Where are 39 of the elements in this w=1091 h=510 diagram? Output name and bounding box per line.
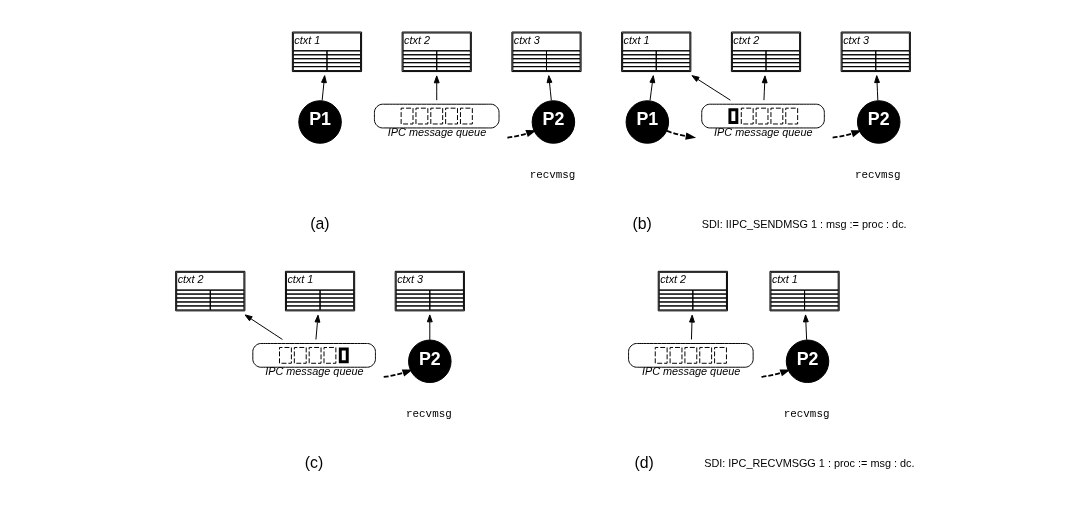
arrow bbox=[382, 369, 413, 378]
node-circle: P2 bbox=[856, 100, 901, 144]
arrow bbox=[321, 75, 327, 102]
arrow bbox=[874, 75, 880, 102]
arrow bbox=[433, 75, 440, 101]
arrow bbox=[761, 75, 768, 101]
node-circle: P2 bbox=[408, 339, 452, 384]
arrow bbox=[244, 314, 283, 340]
node-box bbox=[373, 103, 500, 129]
node-circle: P2 bbox=[531, 100, 576, 144]
arrow bbox=[802, 314, 809, 341]
arrow bbox=[314, 314, 321, 340]
node-label: IPC message queue bbox=[387, 125, 487, 138]
arrow bbox=[831, 130, 862, 139]
arrow bbox=[691, 75, 731, 101]
node-label: recvmsg bbox=[406, 408, 452, 421]
label: SDI: IPC_RECVMSGG 1 : proc := msg : dc. bbox=[704, 456, 915, 469]
node-label: recvmsg bbox=[855, 169, 901, 182]
arrow bbox=[689, 314, 695, 340]
label: (c) bbox=[304, 453, 324, 471]
node-label: IPC message queue bbox=[714, 125, 813, 138]
node-circle: P2 bbox=[785, 339, 830, 384]
label: (a) bbox=[310, 214, 330, 232]
arrow bbox=[665, 130, 697, 140]
node-label: recvmsg bbox=[529, 169, 576, 182]
arrow bbox=[426, 314, 433, 341]
node-label: IPC message queue bbox=[265, 364, 364, 377]
label: SDI: IIPC_SENDMSG 1 : msg := proc : dc. bbox=[701, 217, 907, 230]
node-box bbox=[701, 103, 825, 129]
node-label: recvmsg bbox=[783, 408, 830, 421]
label: (d) bbox=[634, 453, 654, 471]
node-circle: P1 bbox=[298, 100, 342, 144]
label: (b) bbox=[632, 214, 652, 232]
arrow bbox=[546, 75, 553, 102]
node-label: IPC message queue bbox=[641, 364, 741, 377]
arrow bbox=[649, 75, 656, 102]
arrow bbox=[760, 369, 791, 378]
node-circle: P1 bbox=[625, 100, 670, 144]
arrow bbox=[506, 130, 537, 139]
